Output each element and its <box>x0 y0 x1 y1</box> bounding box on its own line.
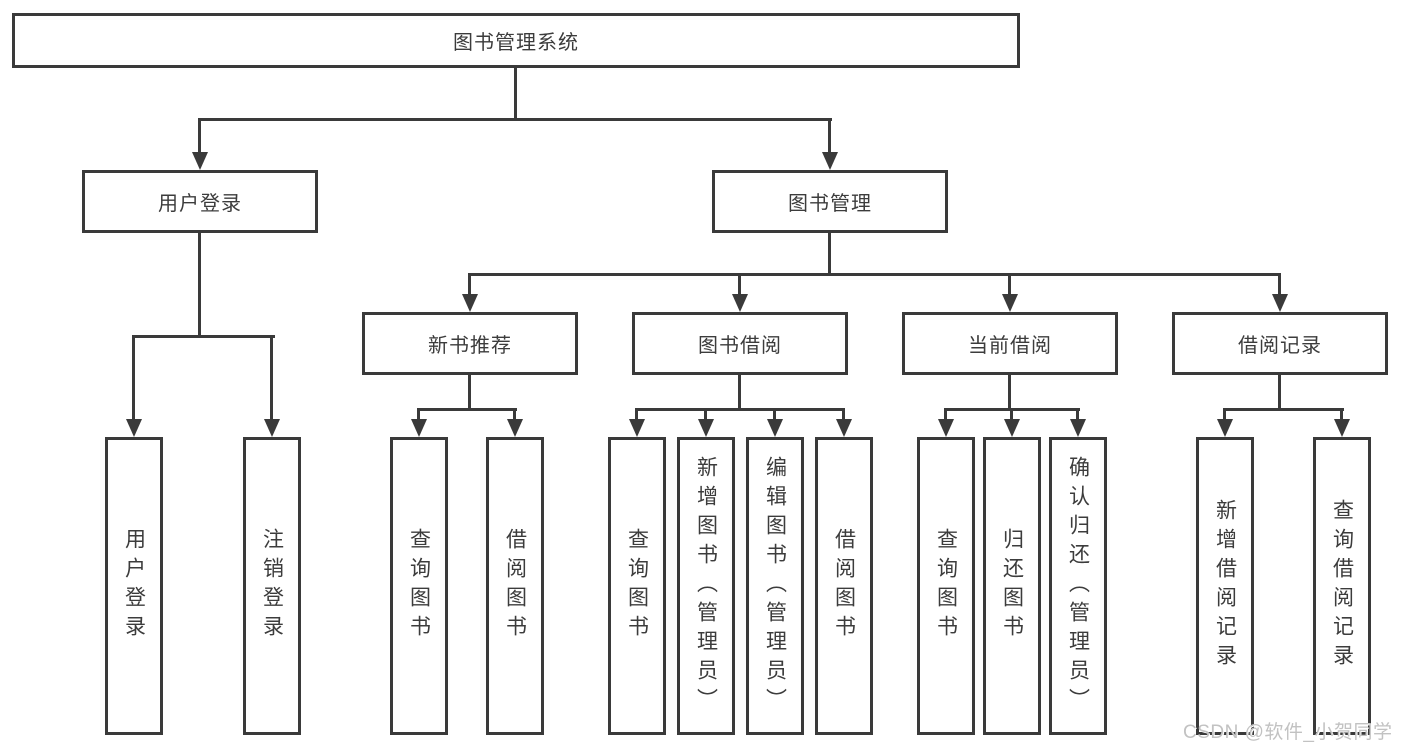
connector-g2-drop1 <box>635 408 638 421</box>
leaf-user-login: 用户登录 <box>105 437 163 735</box>
connector-g3-stem <box>1008 375 1011 409</box>
connector-drop-records <box>1278 273 1281 295</box>
arrowhead-down-icon <box>507 419 523 437</box>
connector-g2-drop4 <box>842 408 845 421</box>
leaf-g3-return-book-label: 归还图书 <box>1000 528 1024 644</box>
connector-g4-drop2 <box>1340 408 1343 421</box>
leaf-g3-return-book: 归还图书 <box>983 437 1041 735</box>
leaf-g1-borrow-book: 借阅图书 <box>486 437 544 735</box>
node-current-borrow-label: 当前借阅 <box>968 335 1052 357</box>
node-root-label: 图书管理系统 <box>453 32 579 54</box>
node-user-login: 用户登录 <box>82 170 318 233</box>
connector-g2-split <box>635 408 845 411</box>
connector-g4-drop1 <box>1223 408 1226 421</box>
connector-drop-newbook <box>468 273 471 295</box>
arrowhead-down-icon <box>822 152 838 170</box>
leaf-g3-query-book: 查询图书 <box>917 437 975 735</box>
arrowhead-down-icon <box>1070 419 1086 437</box>
leaf-g4-query-borrow-record: 查询借阅记录 <box>1313 437 1371 735</box>
leaf-g2-edit-book-admin: 编辑图书（管理员） <box>746 437 804 735</box>
connector-g1-drop1 <box>417 408 420 421</box>
leaf-g2-borrow-book: 借阅图书 <box>815 437 873 735</box>
leaf-g1-query-book: 查询图书 <box>390 437 448 735</box>
connector-drop-borrow <box>738 273 741 295</box>
arrowhead-down-icon <box>698 419 714 437</box>
arrowhead-down-icon <box>192 152 208 170</box>
leaf-g1-query-book-label: 查询图书 <box>407 528 431 644</box>
arrowhead-down-icon <box>411 419 427 437</box>
connector-g2-stem <box>738 375 741 409</box>
arrowhead-down-icon <box>1334 419 1350 437</box>
connector-g3-drop3 <box>1076 408 1079 421</box>
node-book-borrow: 图书借阅 <box>632 312 848 375</box>
connector-g1-drop2 <box>513 408 516 421</box>
connector-g2-drop2 <box>704 408 707 421</box>
connector-mgmt-split <box>469 273 1281 276</box>
arrowhead-down-icon <box>732 294 748 312</box>
connector-g3-drop1 <box>944 408 947 421</box>
arrowhead-down-icon <box>1217 419 1233 437</box>
arrowhead-down-icon <box>629 419 645 437</box>
csdn-watermark: CSDN @软件_小贺同学 <box>1183 722 1393 743</box>
connector-root-stem <box>514 68 517 120</box>
connector-drop-login <box>198 118 201 155</box>
arrowhead-down-icon <box>836 419 852 437</box>
connector-g2-drop3 <box>773 408 776 421</box>
node-book-mgmt: 图书管理 <box>712 170 948 233</box>
leaf-g2-add-book-admin: 新增图书（管理员） <box>677 437 735 735</box>
arrowhead-down-icon <box>462 294 478 312</box>
arrowhead-down-icon <box>767 419 783 437</box>
leaf-g2-add-book-admin-label: 新增图书（管理员） <box>694 455 718 717</box>
connector-root-split <box>199 118 832 121</box>
connector-drop-current <box>1008 273 1011 295</box>
leaf-g2-query-book-label: 查询图书 <box>625 528 649 644</box>
leaf-g3-query-book-label: 查询图书 <box>934 528 958 644</box>
leaf-g2-edit-book-admin-label: 编辑图书（管理员） <box>763 455 787 717</box>
connector-g3-drop2 <box>1010 408 1013 421</box>
node-root: 图书管理系统 <box>12 13 1020 68</box>
node-borrow-records-label: 借阅记录 <box>1238 335 1322 357</box>
connector-login-stem <box>198 233 201 337</box>
arrowhead-down-icon <box>264 419 280 437</box>
leaf-g4-query-borrow-record-label: 查询借阅记录 <box>1330 499 1354 673</box>
connector-g1-split <box>417 408 517 411</box>
connector-drop-login-leaf2 <box>270 335 273 420</box>
node-current-borrow: 当前借阅 <box>902 312 1118 375</box>
connector-login-split <box>133 335 275 338</box>
leaf-g4-add-borrow-record-label: 新增借阅记录 <box>1213 499 1237 673</box>
connector-g4-stem <box>1278 375 1281 409</box>
connector-drop-login-leaf1 <box>132 335 135 420</box>
connector-mgmt-stem <box>828 233 831 275</box>
arrowhead-down-icon <box>1272 294 1288 312</box>
arrowhead-down-icon <box>1002 294 1018 312</box>
leaf-logout-label: 注销登录 <box>260 528 284 644</box>
leaf-g3-confirm-return-admin-label: 确认归还（管理员） <box>1066 455 1090 717</box>
node-book-borrow-label: 图书借阅 <box>698 335 782 357</box>
leaf-g2-borrow-book-label: 借阅图书 <box>832 528 856 644</box>
leaf-g4-add-borrow-record: 新增借阅记录 <box>1196 437 1254 735</box>
node-user-login-label: 用户登录 <box>158 193 242 215</box>
leaf-g1-borrow-book-label: 借阅图书 <box>503 528 527 644</box>
connector-g4-split <box>1223 408 1344 411</box>
arrowhead-down-icon <box>938 419 954 437</box>
node-new-book-recommend: 新书推荐 <box>362 312 578 375</box>
arrowhead-down-icon <box>126 419 142 437</box>
node-book-mgmt-label: 图书管理 <box>788 193 872 215</box>
leaf-g3-confirm-return-admin: 确认归还（管理员） <box>1049 437 1107 735</box>
leaf-logout: 注销登录 <box>243 437 301 735</box>
node-borrow-records: 借阅记录 <box>1172 312 1388 375</box>
leaf-user-login-label: 用户登录 <box>122 528 146 644</box>
connector-g1-stem <box>468 375 471 409</box>
leaf-g2-query-book: 查询图书 <box>608 437 666 735</box>
connector-drop-mgmt <box>828 118 831 155</box>
arrowhead-down-icon <box>1004 419 1020 437</box>
node-new-book-recommend-label: 新书推荐 <box>428 335 512 357</box>
